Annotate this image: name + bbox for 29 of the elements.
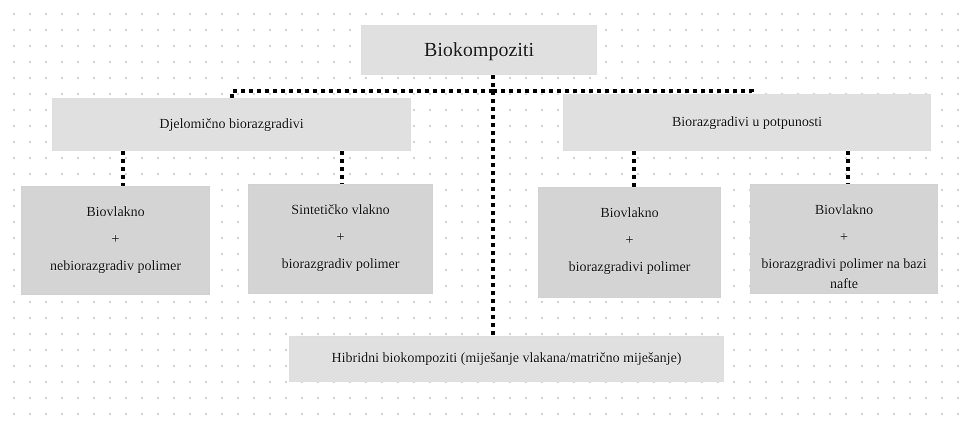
- box-text: nebiorazgradiv polimer: [48, 258, 182, 276]
- category-box: [248, 184, 433, 294]
- dotted-connector: [340, 151, 344, 184]
- box-text: Biovlakno: [599, 205, 660, 223]
- box-text: Djelomično biorazgradivi: [158, 116, 305, 134]
- dotted-connector: [491, 75, 495, 336]
- box-text: Biovlakno: [85, 204, 146, 222]
- box-text: +: [839, 229, 849, 247]
- category-box: [289, 336, 724, 382]
- box-text: Biovlakno: [814, 202, 874, 220]
- box-text: Biokompoziti: [423, 40, 535, 60]
- box-text: +: [336, 229, 346, 247]
- box-text: biorazgradivi polimer na bazi nafte: [760, 256, 928, 294]
- dotted-connector: [632, 151, 636, 187]
- category-box: [563, 94, 931, 151]
- dotted-connector: [846, 151, 850, 184]
- dotted-connector: [121, 151, 125, 186]
- box-text: biorazgradivi polimer: [568, 259, 692, 277]
- box-text: Sintetičko vlakno: [290, 202, 391, 220]
- category-box: [750, 184, 938, 294]
- category-box: [21, 186, 210, 295]
- box-text: Hibridni biokompoziti (miješanje vlakana/matrično miješanje): [330, 350, 682, 368]
- category-box: [52, 98, 411, 151]
- box-text: biorazgradiv polimer: [280, 256, 400, 274]
- category-box: [538, 187, 721, 298]
- box-text: +: [624, 232, 634, 250]
- box-text: +: [110, 231, 120, 249]
- category-box: [361, 25, 597, 75]
- box-text: Biorazgradivi u potpunosti: [670, 114, 824, 132]
